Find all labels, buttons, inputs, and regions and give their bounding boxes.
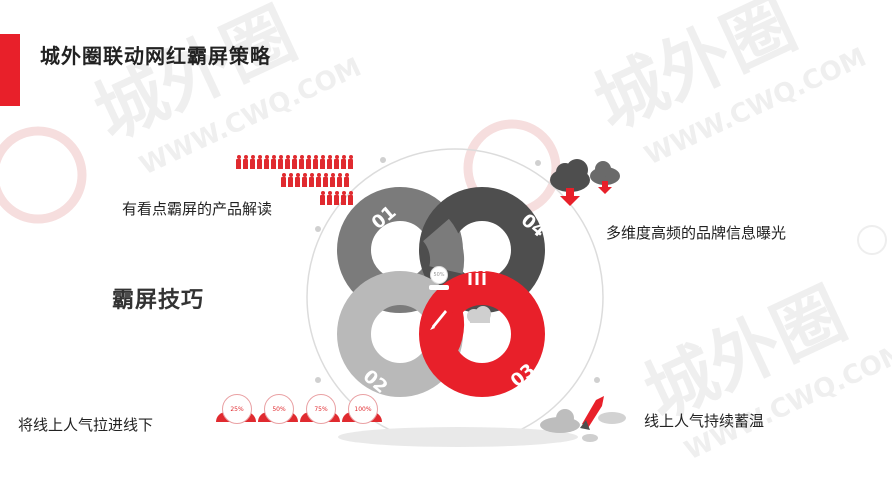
- item-label-product: 有看点霸屏的产品解读: [122, 200, 273, 218]
- people-icon: [468, 268, 486, 285]
- center-label: 霸屏技巧: [112, 288, 205, 313]
- title-accent-bar: [0, 34, 20, 106]
- badge-percent: 75%: [306, 394, 336, 424]
- page-title: 城外圈联动网红霸屏策略: [40, 44, 271, 68]
- item-label-brand: 多维度高频的品牌信息曝光: [606, 224, 787, 242]
- orbit-dot: [594, 377, 600, 383]
- center-badge: 50%: [430, 266, 448, 284]
- cloud-download-icons-top: [550, 159, 620, 206]
- percentage-badges: 25% 50% 75% 100%: [216, 394, 386, 424]
- orbit-dot: [535, 160, 541, 166]
- badge-percent: 50%: [264, 394, 294, 424]
- people-row: [320, 191, 353, 205]
- rocket-cloud-icon: [540, 396, 626, 442]
- orbit-dot: [315, 226, 321, 232]
- people-row: [281, 173, 353, 187]
- cloud-download-icon: [467, 306, 491, 332]
- people-row: [236, 155, 353, 169]
- item-label-offline: 将线上人气拉进线下: [18, 416, 154, 434]
- orbit-dot: [315, 377, 321, 383]
- people-grid: [236, 155, 353, 205]
- rocket-icon: [430, 310, 447, 330]
- badge-percent: 25%: [222, 394, 252, 424]
- badge-percent: 100%: [348, 394, 378, 424]
- item-label-warmup: 线上人气持续蓄温: [644, 412, 765, 430]
- orbit-dot: [380, 157, 386, 163]
